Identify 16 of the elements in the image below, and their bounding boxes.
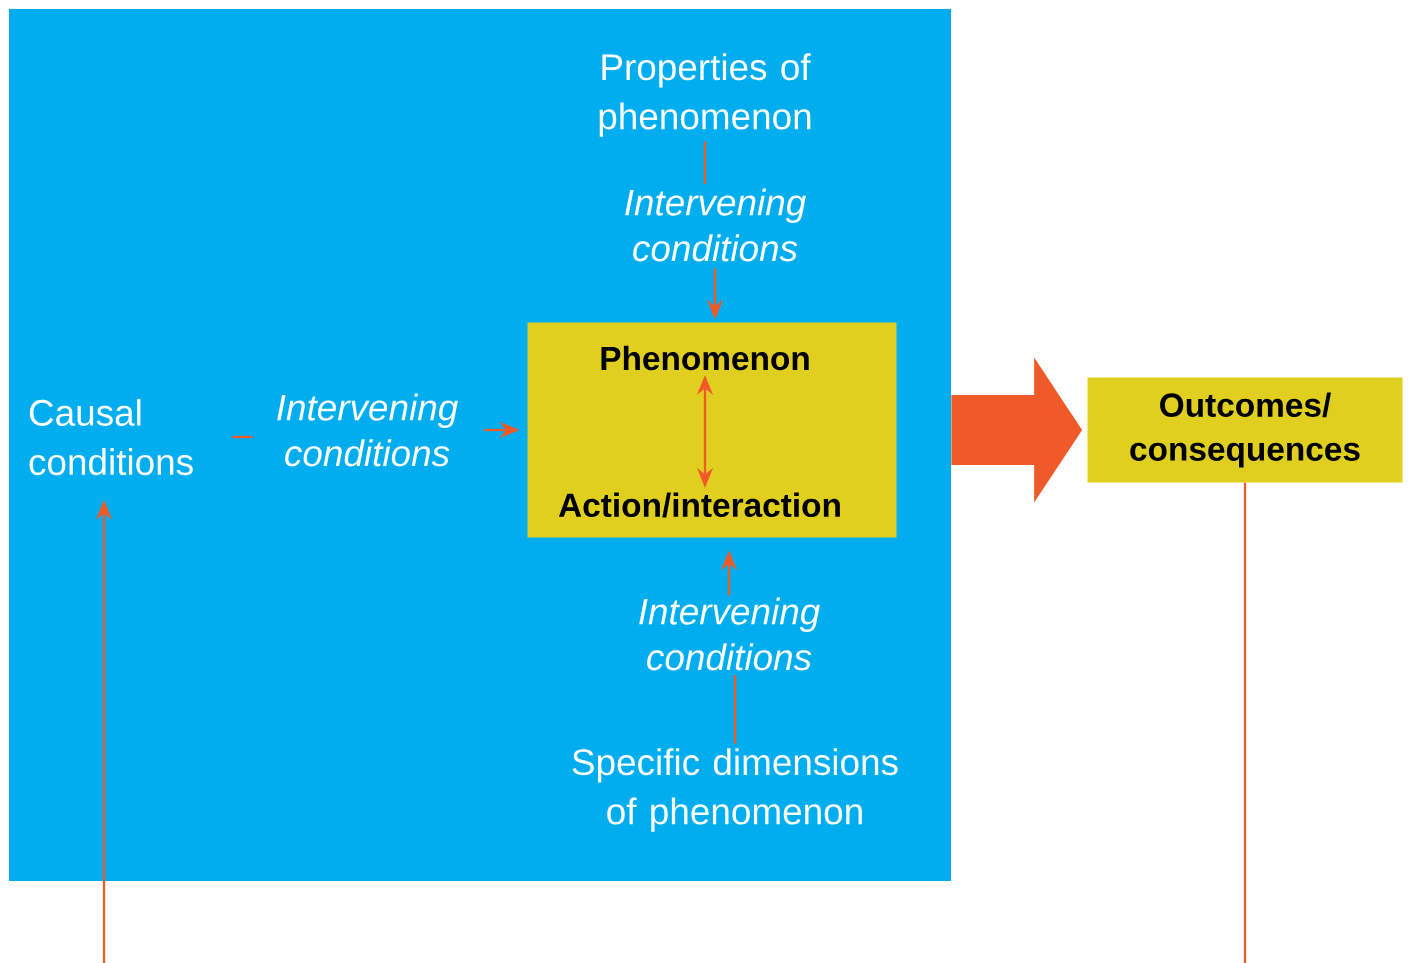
process-box [527, 322, 897, 538]
condition-text: Intervening conditions [639, 597, 820, 671]
label-text: Properties of phenomenon [599, 53, 811, 137]
block-arrow [951, 357, 1083, 503]
connector-line [703, 141, 707, 184]
box-heading: Phenomenon [601, 345, 809, 371]
condition-text: Intervening conditions [277, 393, 458, 467]
connector-line [733, 675, 737, 744]
connector-line [232, 435, 253, 439]
label-text: Causal conditions [29, 398, 193, 476]
box-heading: Action/interaction [558, 492, 840, 518]
condition-text: Intervening conditions [625, 188, 806, 262]
outcome-box: Outcomes/ consequences [1087, 377, 1403, 483]
panel [9, 9, 951, 881]
label-text: Specific dimensions of phenomenon [572, 748, 898, 832]
feedback-arrow [95, 482, 1247, 963]
